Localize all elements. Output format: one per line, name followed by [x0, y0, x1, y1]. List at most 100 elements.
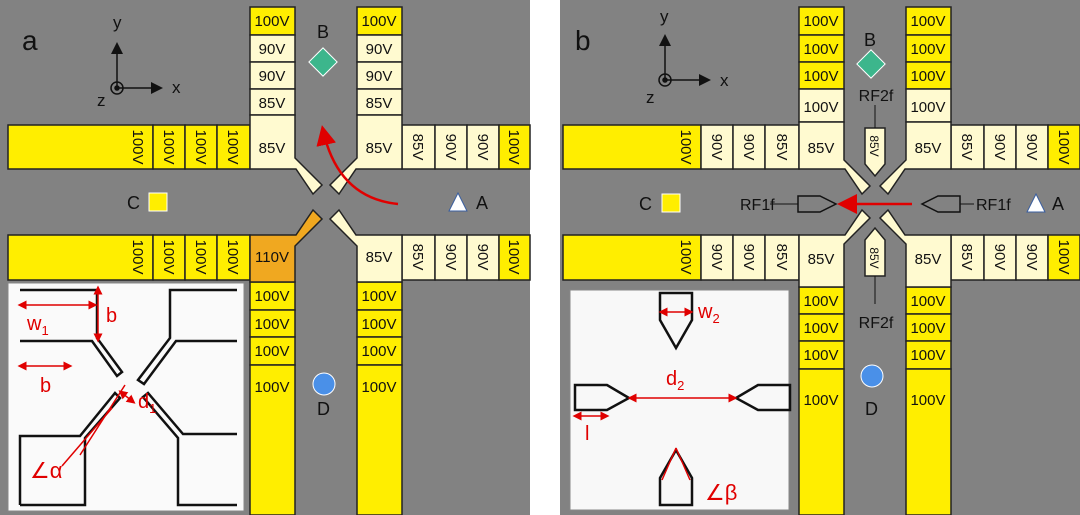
- label-a-br-3: 100V: [361, 379, 396, 396]
- axis-z-label-a: z: [97, 91, 106, 110]
- electrode: [798, 368, 845, 515]
- panel-b-inset: w2 d2 l ∠β: [569, 289, 792, 511]
- electrode: [562, 234, 702, 281]
- label-a-lb-2: 100V: [192, 239, 209, 274]
- rf-horizontal-electrodes: [797, 195, 961, 213]
- diamond-marker-b: [308, 47, 338, 77]
- axis-x-label-a: x: [172, 78, 181, 97]
- electrode: [1015, 234, 1049, 281]
- label-a-bl-1: 100V: [254, 316, 289, 333]
- rf1f-right-label: RF1f: [976, 197, 1011, 214]
- electrode: [7, 124, 154, 170]
- inner-electrode-tl: [249, 114, 324, 196]
- label-a-rt-1: 90V: [442, 134, 459, 161]
- label-b-lb-0: 100V: [677, 239, 694, 274]
- electrode: [249, 34, 296, 63]
- electrode: [466, 234, 500, 281]
- label-b-tl-1: 100V: [803, 41, 838, 58]
- electrode: [184, 124, 218, 170]
- label-a-inner-br: 85V: [366, 249, 393, 266]
- inset-a-d1-label: d1: [138, 391, 156, 416]
- circle-marker-d: [860, 364, 884, 388]
- electrode: [1047, 124, 1080, 170]
- diamond-marker-b: [856, 49, 886, 79]
- label-a-inner-tl: 85V: [259, 140, 286, 157]
- label-a-tr-0: 100V: [361, 13, 396, 30]
- panel-a-axes: [110, 42, 163, 95]
- electrode: [356, 364, 403, 515]
- electrode: [700, 234, 734, 281]
- panel-a-letter: a: [22, 25, 38, 56]
- label-b-inner-bl: 85V: [808, 251, 835, 268]
- electrode: [950, 124, 985, 170]
- label-a-br-0: 100V: [361, 288, 396, 305]
- point-b-label-a: B: [317, 22, 329, 42]
- panel-a-electrode-labels: 100V 90V 90V 85V 100V 90V 90V 85V 100V 1…: [254, 13, 396, 396]
- inner-electrode-bl: [249, 208, 324, 283]
- electrode: [905, 34, 952, 63]
- label-b-rb-2: 90V: [1023, 244, 1040, 271]
- label-b-inner-br: 85V: [915, 251, 942, 268]
- label-a-br-2: 100V: [361, 343, 396, 360]
- point-b-label-b: B: [864, 30, 876, 50]
- label-b-br-1: 100V: [910, 320, 945, 337]
- point-d-label-b: D: [865, 399, 878, 419]
- label-a-lt-1: 100V: [160, 129, 177, 164]
- label-b-br-0: 100V: [910, 293, 945, 310]
- electrode: [798, 61, 845, 90]
- square-marker-c: [148, 192, 168, 212]
- label-b-bl-2: 100V: [803, 347, 838, 364]
- rf2f-bottom-label: RF2f: [859, 315, 894, 332]
- label-a-lb-0: 100V: [129, 239, 146, 274]
- panel-a-electrodes: [7, 6, 531, 515]
- label-a-rb-3: 100V: [505, 239, 522, 274]
- label-b-lt-2: 90V: [740, 134, 757, 161]
- inset-a-w1-label: w1: [26, 313, 49, 338]
- label-a-lt-0: 100V: [129, 129, 146, 164]
- electrode: [356, 88, 403, 116]
- inner-electrode-br: [878, 208, 952, 288]
- label-a-rb-0: 85V: [409, 244, 426, 271]
- label-b-rt-0: 85V: [958, 134, 975, 161]
- label-a-rt-3: 100V: [505, 129, 522, 164]
- label-a-bl-0: 100V: [254, 288, 289, 305]
- label-a-rb-1: 90V: [442, 244, 459, 271]
- inset-b-w2-label: w2: [697, 301, 720, 326]
- label-b-tl-2: 100V: [803, 68, 838, 85]
- electrode: [356, 61, 403, 90]
- label-b-rb-3: 100V: [1055, 239, 1072, 274]
- rf2f-top-bg: [852, 86, 900, 104]
- electrode: [798, 88, 845, 123]
- label-a-tl-3: 85V: [259, 95, 286, 112]
- inner-electrode-tr: [878, 121, 952, 196]
- inset-a-alpha-label: ∠α: [30, 458, 63, 483]
- inset-b-frame: [569, 289, 790, 511]
- label-a-lb-3: 100V: [224, 239, 241, 274]
- panel-b-rotated-labels: 100V 90V 90V 85V 100V 90V 90V 85V 85V 90…: [677, 129, 1072, 274]
- electrode: [356, 281, 403, 311]
- electrode: [434, 124, 468, 170]
- label-a-tr-3: 85V: [366, 95, 393, 112]
- electrode: [905, 368, 952, 515]
- rf2f-top-label: RF2f: [859, 88, 894, 105]
- label-b-rb-0: 85V: [958, 244, 975, 271]
- label-a-inner-bl: 110V: [255, 249, 289, 266]
- electrode: [798, 6, 845, 36]
- label-a-tl-0: 100V: [254, 13, 289, 30]
- rf-tip-top: [864, 127, 886, 178]
- label-b-lt-3: 85V: [773, 134, 790, 161]
- label-a-tr-2: 90V: [366, 68, 393, 85]
- label-b-rf-tip-bottom: 85V: [867, 247, 881, 268]
- label-b-tl-3: 100V: [803, 99, 838, 116]
- label-b-br-3: 100V: [910, 392, 945, 409]
- label-a-tl-2: 90V: [259, 68, 286, 85]
- electrode: [249, 6, 296, 36]
- rf-leader-lines: [770, 105, 974, 304]
- electrode: [764, 234, 800, 281]
- label-a-bl-2: 100V: [254, 343, 289, 360]
- electrode: [184, 234, 218, 281]
- inset-b-beta-label: ∠β: [705, 480, 737, 505]
- panel-b-axes: [658, 34, 711, 87]
- label-b-inner-tr: 85V: [915, 140, 942, 157]
